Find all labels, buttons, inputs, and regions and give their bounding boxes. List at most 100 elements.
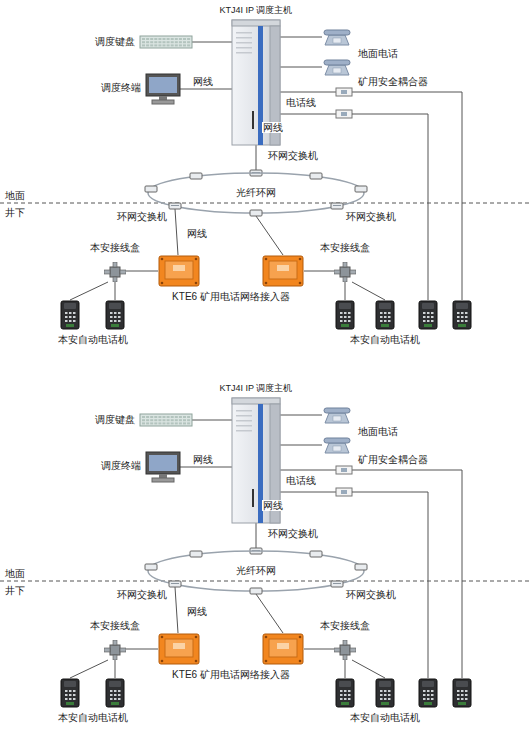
connector-wire bbox=[345, 660, 346, 678]
junction-box-icon bbox=[104, 640, 126, 660]
node-label: 环网交换机 bbox=[346, 211, 396, 222]
keyboard-key bbox=[150, 38, 153, 40]
node-label: 本安自动电话机 bbox=[350, 712, 420, 723]
mine-phone-icon bbox=[453, 301, 471, 329]
node-shape bbox=[334, 640, 356, 660]
edge-label: 网线 bbox=[186, 606, 208, 617]
keyboard-key bbox=[142, 44, 145, 46]
mine-phone-icon bbox=[61, 301, 79, 329]
connector-wire bbox=[115, 282, 116, 300]
cabinet-vent bbox=[236, 32, 252, 34]
phone-wire bbox=[280, 114, 336, 115]
junction-box-icon bbox=[104, 262, 126, 282]
keyboard-key bbox=[150, 416, 153, 418]
keyboard-key bbox=[158, 422, 161, 424]
keyboard-key bbox=[175, 419, 178, 421]
dispatch-terminal: 调度终端 bbox=[146, 74, 180, 104]
node-shape bbox=[336, 466, 352, 474]
switch-icon bbox=[145, 186, 157, 192]
node-shape bbox=[331, 581, 343, 587]
coupler-detail bbox=[341, 112, 347, 116]
cabinet-vent bbox=[236, 425, 252, 427]
keyboard-key bbox=[183, 41, 186, 43]
node-shape bbox=[140, 36, 192, 48]
switch-icon bbox=[331, 203, 343, 209]
node-shape bbox=[158, 633, 200, 665]
surface-phone: 地面电话 bbox=[322, 26, 352, 78]
switch-icon bbox=[310, 173, 322, 179]
dispatch-terminal: 调度终端 bbox=[146, 452, 180, 482]
keyboard-key bbox=[187, 38, 190, 40]
connector-wire bbox=[180, 89, 232, 90]
surface-phone-icon bbox=[324, 408, 350, 423]
node-label: 调度键盘 bbox=[95, 36, 135, 47]
node-label: 光纤环网 bbox=[236, 565, 276, 576]
node-shape bbox=[104, 262, 126, 282]
keyboard-key bbox=[150, 44, 153, 46]
keyboard-key bbox=[187, 422, 190, 424]
surface-divider bbox=[0, 203, 531, 204]
safety-coupler: 矿用安全耦合器 bbox=[336, 466, 352, 474]
keyboard-key bbox=[183, 38, 186, 40]
keyboard-key bbox=[146, 422, 149, 424]
cabinet-vent bbox=[236, 415, 252, 417]
node-label: KTJ4I IP 调度主机 bbox=[220, 383, 293, 394]
coupler-icon bbox=[336, 466, 352, 474]
access-unit-icon bbox=[159, 634, 199, 664]
safety-coupler: 矿用安全耦合器 bbox=[336, 88, 352, 96]
node-label: 本安自动电话机 bbox=[58, 334, 128, 345]
connector-wire bbox=[280, 470, 336, 471]
keyboard-key bbox=[187, 419, 190, 421]
connector-wire bbox=[192, 420, 232, 421]
junction-box-icon bbox=[334, 640, 356, 660]
node-label: 本安接线盒 bbox=[320, 620, 370, 631]
node-label: 调度终端 bbox=[101, 82, 141, 93]
connector-wire bbox=[352, 470, 462, 678]
cabinet-vent bbox=[236, 42, 252, 44]
mine-phone-icon bbox=[419, 301, 437, 329]
connector-wire bbox=[256, 145, 257, 170]
edge-label: 网线 bbox=[186, 228, 208, 239]
node-shape bbox=[158, 255, 200, 287]
node-label: 环网交换机 bbox=[117, 211, 167, 222]
fiber-ring-outline bbox=[148, 551, 364, 591]
switch-detail bbox=[171, 583, 179, 584]
coupler-detail bbox=[341, 90, 347, 94]
underground-label: 井下 bbox=[4, 207, 26, 218]
node-label: KTE6 矿用电话网络接入器 bbox=[172, 291, 290, 302]
phone-wire bbox=[352, 114, 428, 300]
node-label: 环网交换机 bbox=[117, 589, 167, 600]
keyboard-key bbox=[179, 416, 182, 418]
connector-wire bbox=[126, 271, 158, 272]
node-label: 环网交换机 bbox=[268, 528, 318, 539]
mine-phone-icon bbox=[376, 301, 394, 329]
connector-wire bbox=[175, 587, 178, 633]
keyboard-key bbox=[171, 422, 174, 424]
node-shape bbox=[104, 640, 126, 660]
keyboard-key bbox=[150, 419, 153, 421]
cabinet-cap bbox=[232, 398, 280, 404]
keyboard-key bbox=[142, 416, 145, 418]
switch-detail bbox=[171, 205, 179, 206]
node-label: 地面电话 bbox=[358, 426, 398, 437]
monitor-frame bbox=[146, 74, 180, 96]
edge-label: 网线 bbox=[192, 454, 214, 465]
keyboard-key bbox=[175, 416, 178, 418]
switch-icon bbox=[250, 588, 262, 594]
keyboard-key bbox=[171, 416, 174, 418]
cabinet-vent bbox=[236, 410, 252, 412]
switch-icon bbox=[310, 551, 322, 557]
junction-box: 本安接线盒 bbox=[104, 640, 126, 660]
cabinet-vent bbox=[236, 430, 252, 432]
node-label: KTJ4I IP 调度主机 bbox=[220, 5, 293, 16]
switch-icon bbox=[190, 551, 202, 557]
monitor-screen bbox=[149, 455, 177, 471]
node-label: 本安接线盒 bbox=[90, 620, 140, 631]
keyboard-key bbox=[163, 38, 166, 40]
keyboard-key bbox=[158, 38, 161, 40]
keyboard-key bbox=[167, 44, 170, 46]
phone-wire bbox=[70, 282, 108, 300]
junction-box: 本安接线盒 bbox=[334, 262, 356, 282]
phone-wire bbox=[280, 67, 322, 68]
node-label: 矿用安全耦合器 bbox=[358, 76, 428, 87]
